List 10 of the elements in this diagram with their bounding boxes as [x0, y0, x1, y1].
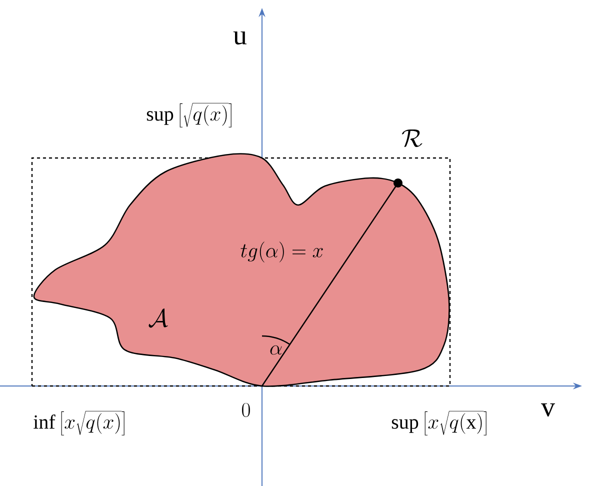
axis-label: $\mathrm{u}$ [233, 31, 247, 45]
axis-label: $\mathrm{v}$ [541, 403, 555, 417]
formula: $\sup\left[\sqrt{q(x)}\right]$ [146, 102, 232, 128]
axis-origin-label: $0$ [242, 402, 250, 417]
formula: $tg(\alpha) = x$ [240, 242, 323, 262]
formula: $\inf\left[x\sqrt{q(x)}\right]$ [34, 410, 124, 436]
angle-label: $\alpha$ [270, 345, 282, 355]
region-label: $\mathcal{A}$ [148, 308, 168, 328]
formula: $\sup\left[x\sqrt{q(\mathrm{x})}\right]$ [392, 410, 486, 436]
region-label: $\mathcal{R}$ [402, 130, 422, 148]
